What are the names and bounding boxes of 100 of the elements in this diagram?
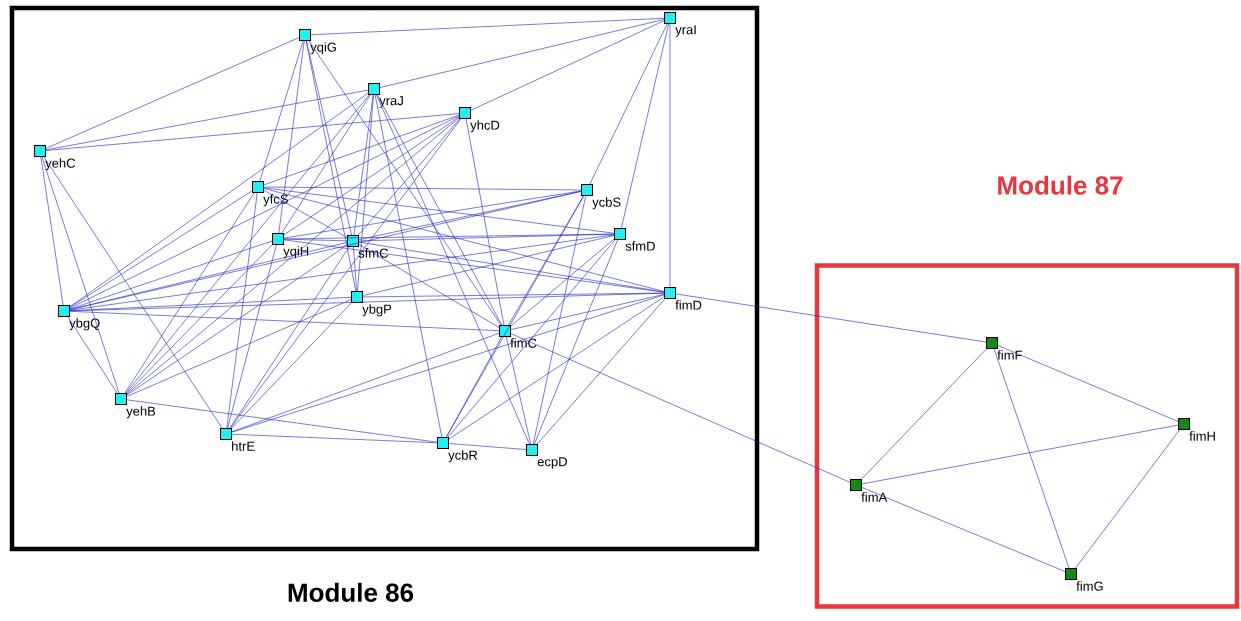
gene-node: yqiH [272, 233, 309, 259]
network-edge [263, 186, 582, 191]
gene-node: fimA [850, 479, 888, 502]
node-label: yhcD [470, 120, 500, 133]
network-edge [259, 40, 304, 182]
gene-node: ecpD [526, 444, 567, 469]
network-edge [447, 239, 616, 438]
gene-node: yehB [115, 393, 156, 419]
gene-node: yfcS [252, 181, 288, 207]
gene-node: yqiG [299, 29, 336, 55]
network-edge [508, 195, 584, 326]
network-edge [362, 235, 615, 296]
gene-node: sfmC [347, 235, 389, 258]
gene-node: yehC [34, 145, 76, 171]
network-edge [675, 293, 987, 343]
network-edge [305, 40, 357, 292]
network-edge [231, 332, 500, 433]
network-edge [45, 89, 369, 151]
network-edge [510, 294, 665, 330]
network-edge [861, 348, 987, 480]
network-edge [126, 399, 438, 443]
network-edge [69, 115, 460, 309]
network-edge [353, 246, 357, 292]
network-edge [589, 23, 668, 185]
network-edge [67, 316, 118, 394]
network-edge [534, 239, 618, 445]
network-edge [263, 187, 615, 234]
network-edge [446, 336, 502, 438]
node-label: sfmD [625, 241, 655, 251]
network-edge [69, 240, 273, 310]
network-edge [126, 244, 348, 396]
network-edge [861, 424, 1179, 485]
gene-node: ybgP [351, 291, 392, 317]
network-edge [379, 19, 665, 88]
network-edge [376, 94, 530, 445]
gene-node: ycbS [581, 184, 621, 210]
gene-node: ycbR [437, 437, 478, 463]
network-edge [537, 298, 666, 445]
network-edge [357, 118, 461, 236]
network-edge [510, 238, 615, 327]
network-edge [669, 23, 671, 288]
network-edge [69, 310, 500, 332]
network-edge [283, 116, 460, 236]
gene-node: yraJ [368, 83, 403, 108]
node-label: fimH [1189, 431, 1215, 441]
network-edge [227, 244, 277, 429]
node-label: ecpD [537, 457, 567, 469]
node-label: yehB [126, 406, 156, 419]
gene-node: yraI [664, 12, 696, 37]
node-label: yqiH [283, 246, 309, 259]
network-edge [69, 242, 348, 310]
node-label: ycbR [448, 450, 478, 463]
network-edge [40, 156, 64, 306]
network-edge [283, 190, 582, 239]
node-label: fimG [1076, 581, 1103, 591]
network-edge [510, 333, 851, 483]
network-edge [263, 190, 348, 238]
network-edge [231, 294, 665, 433]
gene-node: fimD [664, 287, 702, 310]
network-edge [506, 336, 531, 445]
network-edge [43, 156, 223, 429]
node-label: sfmC [358, 248, 389, 258]
network-edge [69, 93, 369, 308]
gene-node: sfmD [614, 228, 655, 251]
network-edge [448, 443, 527, 450]
network-edge [124, 192, 255, 394]
gene-node: fimC [499, 325, 537, 348]
network-edge [281, 94, 371, 234]
network-edge [993, 348, 1070, 569]
node-label: yfcS [263, 194, 288, 207]
network-edge [357, 94, 374, 292]
node-label: htrE [232, 441, 255, 451]
network-edge [126, 299, 352, 397]
node-label: yqiG [310, 42, 336, 55]
network-edge [533, 195, 587, 445]
network-edge [231, 433, 438, 444]
gene-node: htrE [220, 428, 255, 451]
network-edge [126, 244, 273, 394]
node-label: ycbS [592, 197, 621, 210]
network-edge [230, 118, 461, 429]
network-edge [126, 117, 460, 395]
node-label: ybgQ [69, 318, 100, 331]
network-edge [374, 94, 443, 438]
network-edge [278, 40, 305, 234]
node-label: Module 87 [998, 175, 1123, 195]
node-label: ybgP [362, 304, 392, 317]
gene-node: yhcD [459, 107, 500, 133]
network-edge [353, 94, 374, 236]
network-edge [446, 195, 584, 438]
network-edge [41, 156, 120, 394]
network-edge [283, 233, 615, 240]
network-edge [125, 94, 370, 394]
node-label: yraJ [379, 96, 403, 108]
network-edge [448, 296, 665, 440]
network-edge [621, 23, 669, 229]
network-edge [231, 302, 352, 429]
network-edge [358, 244, 500, 328]
network-edge [283, 238, 348, 242]
gene-node: fimH [1178, 418, 1215, 441]
gene-node: ybgQ [58, 305, 100, 331]
